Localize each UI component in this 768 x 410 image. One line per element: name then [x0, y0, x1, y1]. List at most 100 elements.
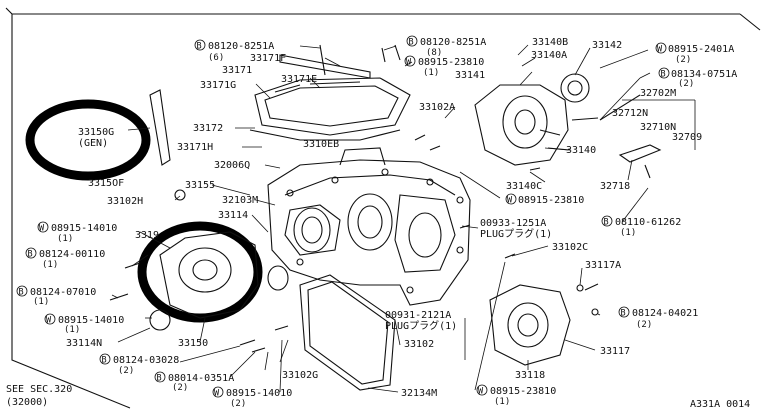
- symbol-bolt-5: B: [25, 247, 37, 260]
- label-qty-6: (6): [208, 53, 224, 63]
- label-33171E: 33171E: [281, 74, 317, 85]
- label-08120-8251A-left: 08120-8251A: [208, 41, 274, 52]
- rear-cover-drawing: [489, 284, 599, 366]
- label-08124-04021: 08124-04021: [632, 308, 698, 319]
- label-32709: 32709: [672, 132, 702, 143]
- svg-text:B: B: [157, 374, 162, 384]
- label-gen: (GEN): [78, 138, 108, 149]
- leader-lines: [111, 44, 696, 393]
- label-33150: 33150: [178, 338, 208, 349]
- label-33102C: 33102C: [552, 242, 588, 253]
- svg-text:B: B: [102, 356, 107, 366]
- svg-text:W: W: [507, 196, 513, 206]
- fastener-symbols: B B W W B W B W B B W B B B W W: [16, 35, 670, 399]
- label-qty-2-b: (2): [678, 79, 694, 89]
- label-00933-1251A: 00933-1251A: [480, 218, 546, 229]
- label-33140C: 33140C: [506, 181, 542, 192]
- label-08110-61262: 08110-61262: [615, 217, 681, 228]
- label-08915-2401A: 08915-2401A: [668, 44, 734, 55]
- label-qty-1-a: (1): [423, 68, 439, 78]
- label-33117: 33117: [600, 346, 630, 357]
- symbol-washer-6: W: [212, 386, 224, 399]
- diagram-frame: [5, 7, 761, 409]
- symbol-bolt-1: B: [194, 39, 206, 52]
- label-33117A: 33117A: [585, 260, 621, 271]
- symbol-washer-1: W: [404, 55, 416, 68]
- symbol-washer-5: W: [44, 313, 56, 326]
- label-qty-8: (8): [426, 48, 442, 58]
- label-33140A: 33140A: [531, 50, 567, 61]
- svg-text:W: W: [478, 387, 484, 397]
- label-32702M: 32702M: [640, 88, 676, 99]
- symbol-bolt-7: B: [618, 306, 630, 319]
- label-08915-23810-mid: 08915-23810: [518, 195, 584, 206]
- symbol-bolt-2: B: [406, 35, 418, 48]
- label-32718: 32718: [600, 181, 630, 192]
- label-3315OF: 3315OF: [88, 178, 124, 189]
- fastener-drawings: [109, 44, 651, 353]
- label-33171G: 33171G: [200, 80, 236, 91]
- svg-text:W: W: [657, 45, 663, 55]
- label-33171F: 33171F: [250, 53, 286, 64]
- label-33118: 33118: [515, 370, 545, 381]
- rear-extension-drawing: [474, 73, 662, 166]
- label-33140B: 33140B: [532, 37, 568, 48]
- symbol-bolt-8: B: [99, 353, 111, 366]
- label-08915-23810-top: 08915-23810: [418, 57, 484, 68]
- symbol-bolt-9: B: [154, 371, 166, 384]
- figure-code: A331A 0014: [690, 399, 750, 410]
- symbol-washer-4: W: [37, 221, 49, 234]
- label-qty-2-c: (2): [636, 320, 652, 330]
- label-08915-14010-c: 08915-14010: [226, 388, 292, 399]
- label-qty-1-c: (1): [57, 234, 73, 244]
- label-plug-2: PLUGプラグ(1): [385, 319, 457, 332]
- svg-text:B: B: [409, 38, 414, 48]
- label-33114: 33114: [218, 210, 248, 221]
- label-33171H: 33171H: [177, 142, 213, 153]
- label-qty-2-f: (2): [230, 399, 246, 409]
- label-08915-14010-a: 08915-14010: [51, 223, 117, 234]
- svg-text:B: B: [197, 42, 202, 52]
- annotation-circle-gen: [25, 99, 151, 181]
- label-33155: 33155: [185, 180, 215, 191]
- label-08134-0751A: 08134-0751A: [671, 69, 737, 80]
- oil-pan-drawing: [299, 274, 396, 391]
- label-33171: 33171: [222, 65, 252, 76]
- label-08915-23810-bot: 08915-23810: [490, 386, 556, 397]
- symbol-bolt-6: B: [16, 285, 28, 298]
- symbol-washer-3: W: [505, 193, 517, 206]
- svg-text:B: B: [604, 218, 609, 228]
- label-00931-2121A: 00931-2121A: [385, 310, 451, 321]
- label-3319: 3319: [135, 230, 159, 241]
- label-qty-1-f: (1): [64, 325, 80, 335]
- label-08915-14010-b: 08915-14010: [58, 315, 124, 326]
- label-qty-2-a: (2): [675, 55, 691, 65]
- label-32006Q: 32006Q: [214, 160, 250, 171]
- svg-text:W: W: [406, 58, 412, 68]
- svg-text:B: B: [661, 70, 666, 80]
- label-32710N: 32710N: [640, 122, 676, 133]
- svg-text:B: B: [19, 288, 24, 298]
- front-cover-drawing: [149, 89, 289, 331]
- label-08120-8251A-right: 08120-8251A: [420, 37, 486, 48]
- label-33102: 33102: [404, 339, 434, 350]
- label-33114N: 33114N: [66, 338, 102, 349]
- label-qty-2-e: (2): [172, 383, 188, 393]
- label-33140: 33140: [566, 145, 596, 156]
- label-08124-07010: 08124-07010: [30, 287, 96, 298]
- label-3310EB: 3310EB: [303, 139, 339, 150]
- label-see-sec: SEE SEC.320: [6, 384, 72, 395]
- label-33150G: 33150G: [78, 127, 114, 138]
- label-qty-2-d: (2): [118, 366, 134, 376]
- label-33102A: 33102A: [419, 102, 455, 113]
- symbol-bolt-4: B: [601, 215, 613, 228]
- label-08014-0351A: 08014-0351A: [168, 373, 234, 384]
- label-33102G: 33102G: [282, 370, 318, 381]
- label-08124-03028: 08124-03028: [113, 355, 179, 366]
- svg-text:W: W: [46, 316, 52, 326]
- svg-text:W: W: [39, 224, 45, 234]
- label-32712N: 32712N: [612, 108, 648, 119]
- label-33141: 33141: [455, 70, 485, 81]
- svg-text:W: W: [214, 389, 220, 399]
